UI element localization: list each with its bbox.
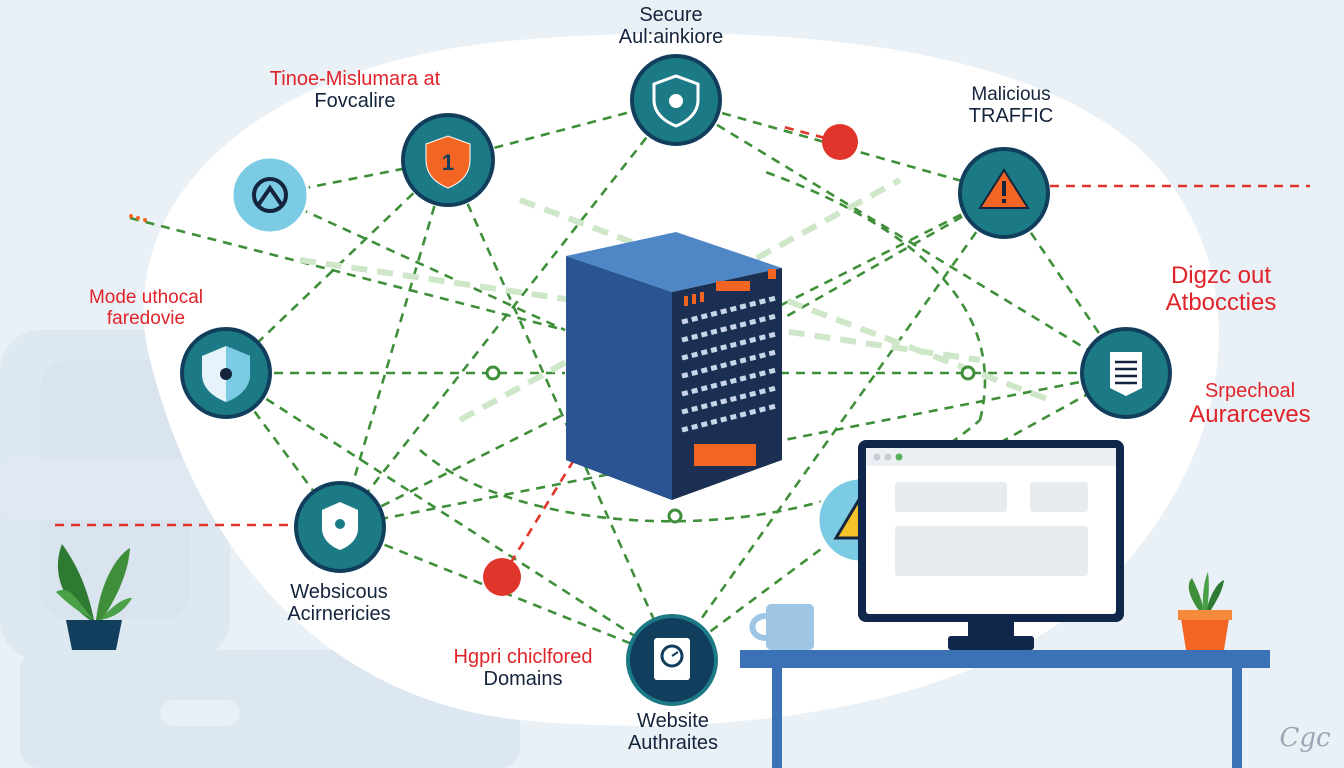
malicious-red-dot [822, 124, 858, 160]
node-safe-lock [626, 614, 718, 706]
node-document [1080, 327, 1172, 419]
plant-icon [56, 544, 132, 650]
accent-dots [129, 214, 147, 222]
junction-nodes [485, 365, 976, 524]
plant-icon [1178, 572, 1232, 650]
document-icon [1110, 352, 1142, 396]
node-warning [958, 147, 1050, 239]
node-secure-auth [630, 54, 722, 146]
node-gauge-light [230, 155, 310, 235]
mug-icon [749, 604, 814, 650]
desk [740, 650, 1270, 768]
node-shield-lock [180, 327, 272, 419]
gauge-icon [252, 177, 288, 213]
node-orange-shield: 1 [401, 113, 495, 207]
malicious-red-dot [483, 558, 521, 596]
server-rack-icon [566, 232, 782, 500]
shield-eye-icon [652, 74, 700, 128]
safe-lock-icon [654, 638, 690, 680]
node-badge-shield [294, 481, 386, 573]
orange-shield-icon [425, 135, 471, 189]
signature-watermark: Cgc [1279, 723, 1331, 753]
orange-shield-number: 1 [442, 150, 454, 175]
monitor-icon [858, 440, 1124, 650]
